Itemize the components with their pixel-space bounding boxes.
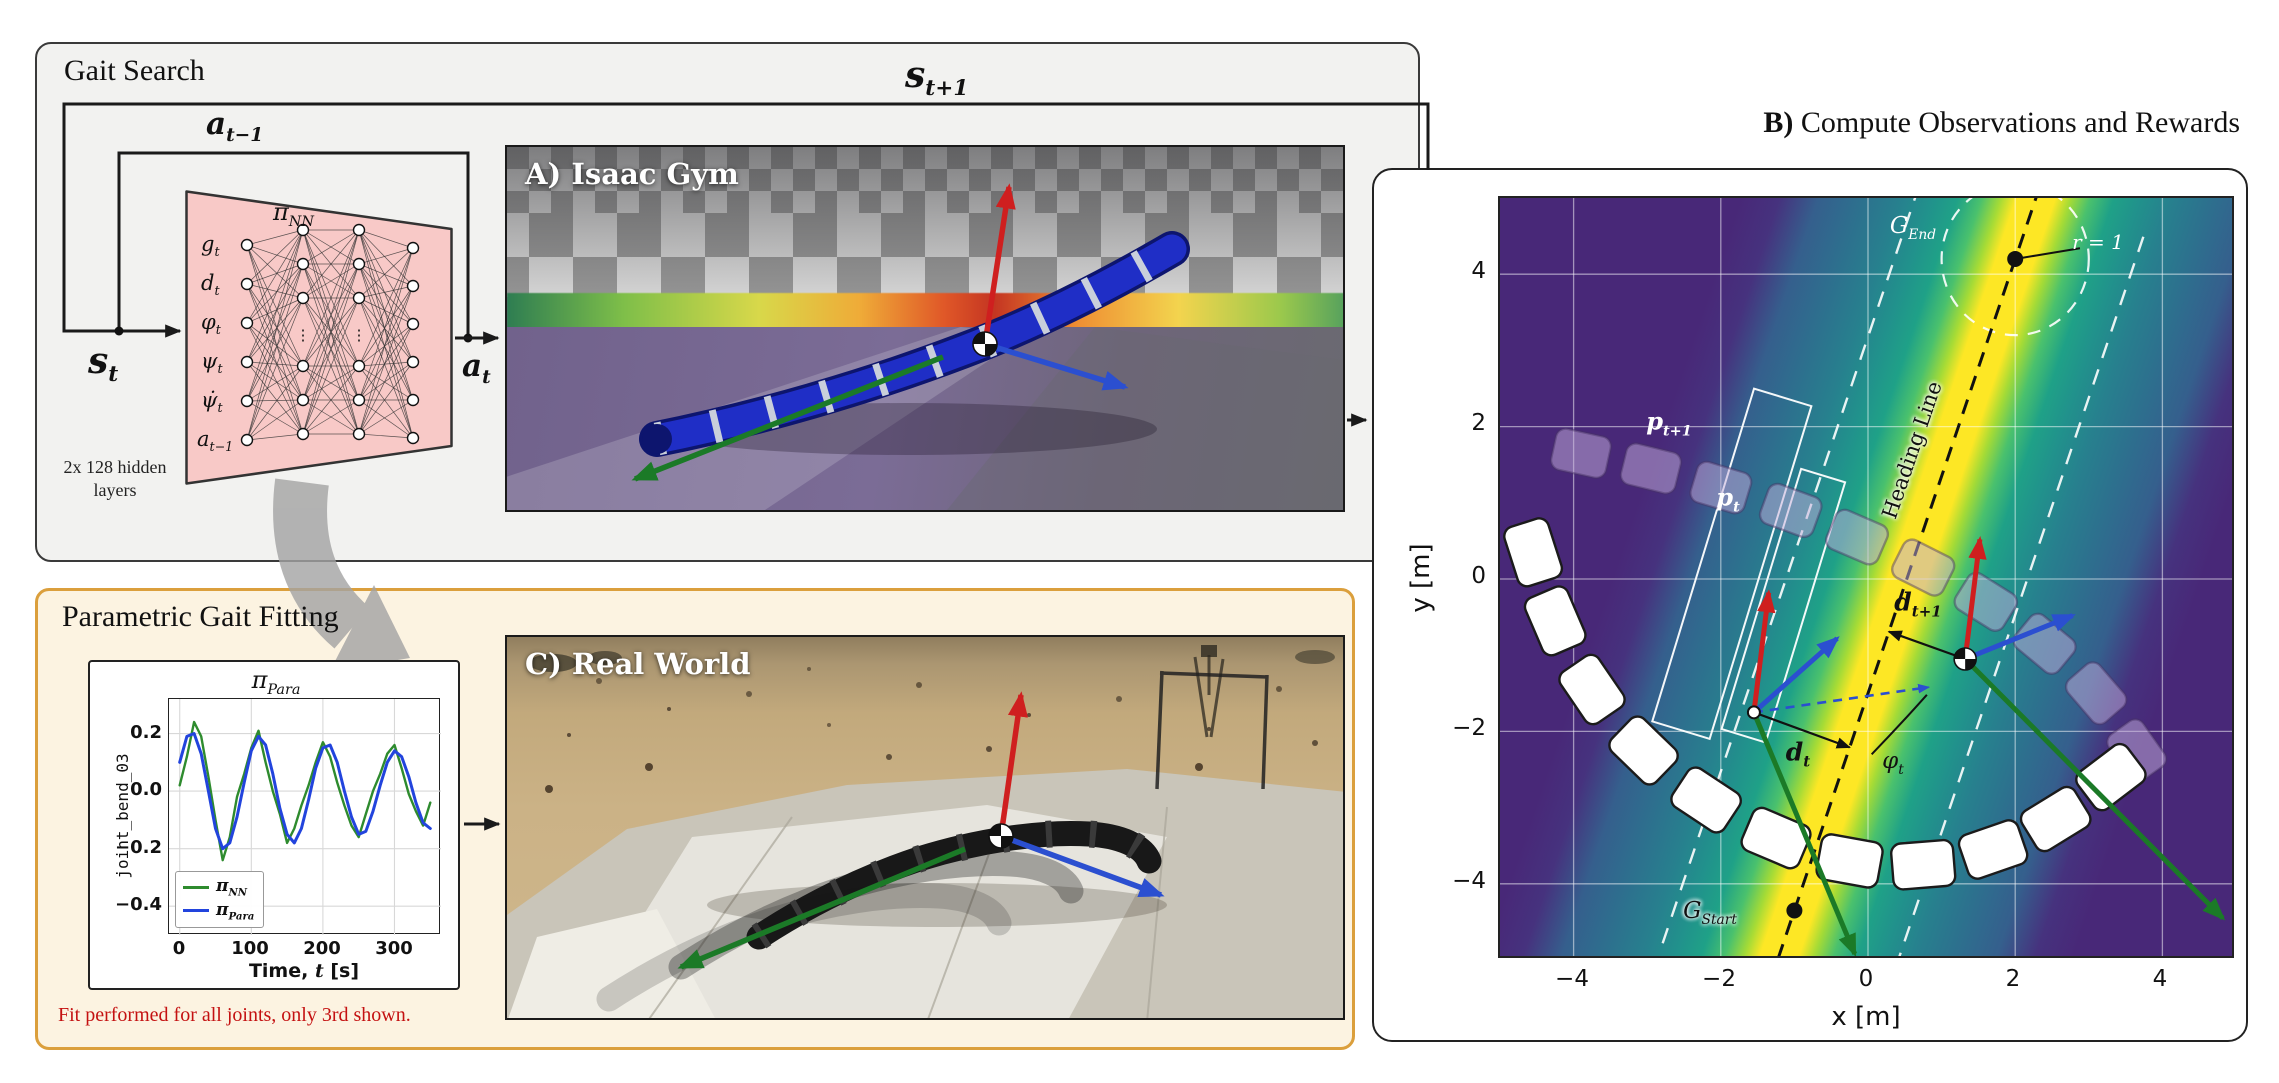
- b-xlabel: x [m]: [1831, 1002, 1901, 1032]
- panel-a-label: A) Isaac Gym: [525, 157, 739, 191]
- policy-title: πNN: [273, 198, 314, 230]
- policy-input-psidot: ψ̇t: [201, 388, 223, 416]
- policy-input-psi: ψt: [201, 349, 223, 377]
- a-t-label: at: [462, 348, 491, 389]
- policy-input-g: gt: [201, 232, 220, 260]
- b-ytick-3: −2: [1452, 715, 1486, 741]
- body-frame-ball: [988, 823, 1014, 849]
- b-xtick-0: −4: [1555, 966, 1589, 992]
- panel-isaac-gym: A) Isaac Gym: [505, 145, 1345, 512]
- joint-ytick-2: −0.2: [115, 837, 162, 858]
- fit-caption: Fit performed for all joints, only 3rd s…: [58, 1004, 411, 1026]
- policy-network: ⋮ ⋮ πNN gt dt φt ψt ψ̇t at−1: [185, 190, 453, 485]
- isaac-robot-graphic: [631, 183, 1190, 482]
- joint-xtick-3: 300: [375, 938, 413, 959]
- panel-real-world: C) Real World: [505, 635, 1345, 1020]
- legend-line-para: [183, 909, 209, 913]
- body-frame-ball: [972, 331, 998, 357]
- joint-plot-legend: πNN πPara: [175, 871, 265, 928]
- joint-xtick-2: 200: [303, 938, 341, 959]
- a-prev-label: at−1: [206, 106, 264, 147]
- joint-plot-axes: πNN πPara: [168, 698, 441, 935]
- b-ytick-0: 4: [1471, 258, 1486, 284]
- b-ytick-1: 2: [1471, 410, 1486, 436]
- observation-plot-graphics: [1500, 198, 2232, 956]
- svg-text:⋮: ⋮: [296, 328, 311, 344]
- b-xtick-4: 4: [2152, 966, 2168, 992]
- policy-input-aprev: at−1: [197, 427, 234, 455]
- observation-plot-area: GEnd r = 1 pt+1 pt Heading Line dt+1 dt …: [1498, 196, 2234, 958]
- radius-label: r = 1: [2072, 230, 2124, 254]
- b-ytick-4: −4: [1452, 868, 1486, 894]
- legend-line-nn: [183, 886, 209, 890]
- observations-title-text: Compute Observations and Rewards: [1793, 106, 2240, 139]
- panel-c-label: C) Real World: [525, 647, 751, 681]
- parametric-title: Parametric Gait Fitting: [62, 600, 339, 633]
- joint-plot-title: πPara: [251, 666, 301, 698]
- joint-plot-xlabel: Time, t [s]: [248, 960, 360, 982]
- s-next-label: st+1: [905, 54, 969, 102]
- policy-input-phi: φt: [201, 310, 221, 338]
- tripod: [1193, 655, 1225, 738]
- joint-ytick-0: 0.2: [130, 722, 162, 743]
- real-world-scene: [507, 645, 1343, 1018]
- goal-end-label: GEnd: [1889, 213, 1937, 243]
- p-t-label: pt: [1716, 482, 1740, 516]
- b-ytick-2: 0: [1471, 563, 1486, 589]
- joint-xtick-1: 100: [231, 938, 269, 959]
- joint-plot-ylabel: joint_bend_03: [113, 753, 132, 879]
- phi-t-label: φt: [1882, 748, 1904, 778]
- joint-ytick-3: −0.4: [115, 894, 162, 915]
- p-next-label: pt+1: [1646, 406, 1692, 440]
- goal-start-label: GStart: [1683, 898, 1737, 928]
- gait-search-title: Gait Search: [64, 54, 205, 87]
- b-ylabel: y [m]: [1406, 543, 1436, 613]
- d-next-label: dt+1: [1894, 587, 1942, 621]
- b-xtick-3: 2: [2005, 966, 2021, 992]
- joint-xtick-0: 0: [172, 938, 186, 959]
- joint-ytick-1: 0.0: [130, 779, 162, 800]
- d-t-label: dt: [1785, 737, 1811, 771]
- legend-row-para: πPara: [183, 900, 254, 922]
- observations-title-prefix: B): [1763, 106, 1794, 139]
- legend-row-nn: πNN: [183, 876, 254, 899]
- front-board: [508, 909, 715, 1018]
- calibration-frame: [1155, 670, 1269, 790]
- s-t-label: st: [88, 340, 119, 388]
- joint-fit-plot: πPara joint_bend_03 πNN πPara 0.2 0.0 −0…: [88, 660, 460, 990]
- policy-input-d: dt: [201, 271, 220, 299]
- observations-title: B) Compute Observations and Rewards: [1480, 106, 2240, 140]
- b-xtick-2: 0: [1858, 966, 1874, 992]
- svg-text:⋮: ⋮: [352, 328, 367, 344]
- hidden-layers-note: 2x 128 hidden layers: [63, 457, 167, 501]
- b-xtick-1: −2: [1702, 966, 1736, 992]
